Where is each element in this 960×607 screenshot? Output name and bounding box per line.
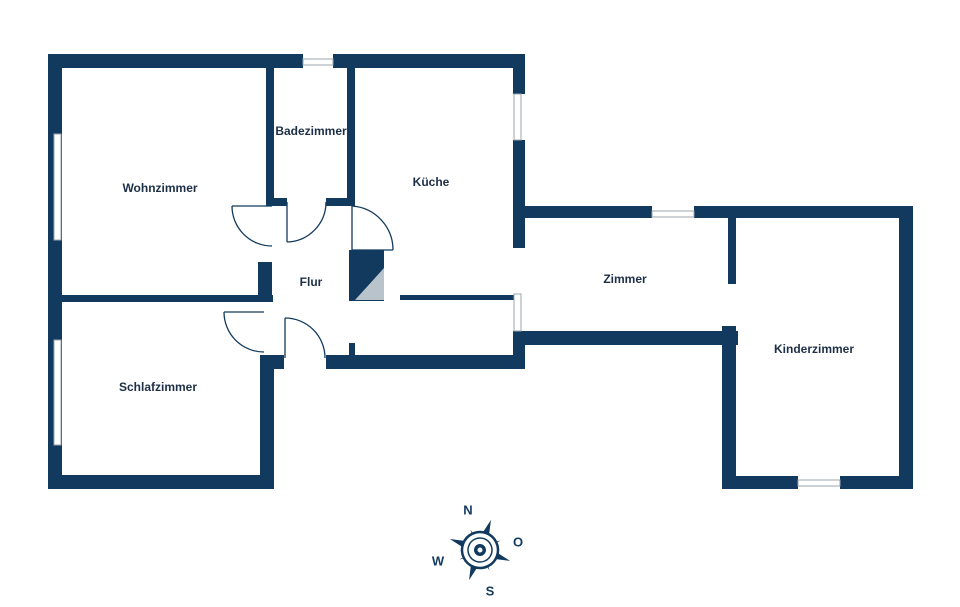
- door-wohnzimmer-arc: [231, 205, 273, 247]
- wall-zimmer-bottom-stub: [513, 331, 525, 369]
- door-entrance-arc: [284, 317, 326, 359]
- wall-wohn-schlaf: [48, 295, 273, 302]
- wall-flur-left-stub: [260, 355, 284, 369]
- compass-label-west: W: [431, 553, 445, 569]
- wall-kinder-right: [899, 206, 913, 489]
- wall-kueche-right-mid: [513, 140, 525, 248]
- room-label-kinderzimmer: Kinderzimmer: [773, 342, 855, 356]
- window-zimmer-flur-gap: [513, 293, 522, 332]
- window-kinderzimmer: [797, 479, 841, 487]
- window-kueche: [513, 93, 522, 141]
- wall-flur-bottom: [326, 355, 525, 369]
- door-schlaf-arc: [223, 311, 265, 353]
- wall-top-left: [48, 54, 303, 68]
- wall-bottom-left: [48, 475, 274, 489]
- wall-schlaf-right: [260, 355, 274, 489]
- wall-zimmer-top-right: [694, 206, 913, 218]
- wall-zimmer-bottom: [513, 331, 738, 345]
- wall-zimmer-kinder-top: [728, 206, 736, 284]
- wall-kinder-bottom-left: [722, 476, 798, 489]
- wall-kinder-bottom-right: [840, 476, 913, 489]
- wall-bad-right: [347, 54, 355, 202]
- room-label-badezimmer: Badezimmer: [275, 124, 347, 138]
- compass-center: [477, 547, 483, 553]
- windows: [53, 58, 841, 487]
- window-badezimmer: [302, 58, 334, 66]
- room-label-zimmer: Zimmer: [603, 272, 647, 286]
- compass-label-north: N: [463, 502, 473, 518]
- compass-label-east: O: [512, 534, 524, 550]
- room-label-schlafzimmer: Schlafzimmer: [118, 380, 198, 394]
- wall-kueche-bottom: [400, 295, 514, 300]
- wall-flur-mid-stub: [349, 343, 355, 357]
- walls: [48, 54, 913, 489]
- window-zimmer: [651, 210, 695, 218]
- wall-zimmer-kinder-lower: [722, 326, 736, 489]
- chimney-hatch: [355, 268, 384, 300]
- compass-rose: [449, 519, 511, 581]
- wall-top-mid: [333, 54, 525, 68]
- wall-wohn-right: [266, 54, 274, 206]
- wall-wohn-right-lower: [258, 262, 272, 302]
- wall-zimmer-top-left: [513, 206, 652, 218]
- doors: [223, 201, 394, 359]
- room-label-flur: Flur: [299, 275, 323, 289]
- room-label-wohnzimmer: Wohnzimmer: [122, 181, 198, 195]
- room-label-kueche: Küche: [412, 175, 450, 189]
- compass-label-south: S: [485, 583, 495, 599]
- window-schlafzimmer: [53, 339, 62, 446]
- wall-bad-bottom-left: [266, 198, 287, 206]
- wall-kueche-right-top: [513, 54, 525, 94]
- window-wohnzimmer: [53, 133, 62, 241]
- door-bad-arc: [286, 201, 327, 243]
- door-kueche-arc: [351, 205, 394, 251]
- wall-bad-bottom-right: [326, 198, 355, 206]
